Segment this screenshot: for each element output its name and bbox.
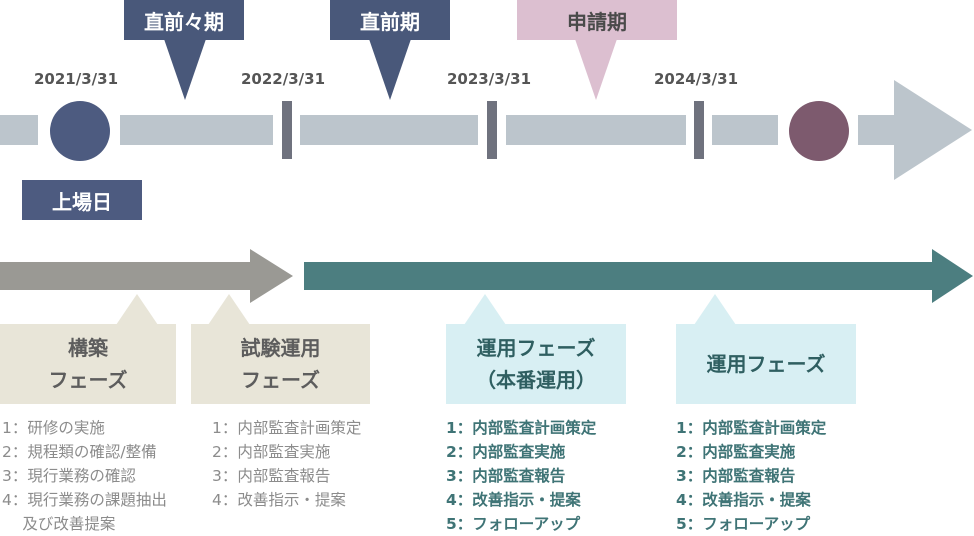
year-tick [282,101,292,159]
list-item: 3：内部監査報告 [446,467,566,485]
list-item: 及び改善提案 [2,515,116,533]
task-list-operation: 1：内部監査計画策定 2：内部監査実施 3：内部監査報告 4：改善指示・提案 5… [676,416,826,536]
period-pointer [164,39,206,100]
list-item: 1：内部監査計画策定 [212,419,362,437]
timeline-bar-segment [0,115,38,145]
timeline-bar-segment [858,115,898,145]
list-item: 4：改善指示・提案 [212,491,346,509]
phase-pointer [208,294,250,325]
timeline-bar-segment [120,115,273,145]
listing-day-label: 上場日 [22,180,142,220]
list-item: 4：改善指示・提案 [676,491,811,509]
list-item: 1：研修の実施 [2,419,105,437]
list-item: 4：現行業務の課題抽出 [2,491,167,509]
list-item: 3：内部監査報告 [212,467,331,485]
task-list-build: 1：研修の実施 2：規程類の確認/整備 3：現行業務の確認 4：現行業務の課題抽… [2,416,167,536]
phase-box-operation-production: 運用フェーズ （本番運用） [446,324,626,404]
period-label-application: 申請期 [517,0,677,40]
list-item: 2：内部監査実施 [212,443,331,461]
task-list-trial: 1：内部監査計画策定 2：内部監査実施 3：内部監査報告 4：改善指示・提案 [212,416,361,512]
list-item: 5：フォローアップ [676,515,811,533]
build-phase-arrow [0,249,293,303]
start-milestone-dot [50,101,110,161]
list-item: 2：規程類の確認/整備 [2,443,157,461]
year-tick [487,101,497,159]
period-label-pre: 直前期 [330,0,450,40]
list-item: 4：改善指示・提案 [446,491,581,509]
date-label: 2024/3/31 [654,70,739,88]
phase-pointer [116,294,158,325]
period-pointer [575,39,617,100]
list-item: 3：内部監査報告 [676,467,796,485]
date-label: 2022/3/31 [241,70,326,88]
phase-pointer [694,294,736,325]
list-item: 3：現行業務の確認 [2,467,136,485]
timeline-bar-segment [712,115,778,145]
task-list-operation-production: 1：内部監査計画策定 2：内部監査実施 3：内部監査報告 4：改善指示・提案 5… [446,416,596,536]
list-item: 2：内部監査実施 [446,443,566,461]
period-pointer [369,39,411,100]
phase-box-operation: 運用フェーズ [676,324,856,404]
period-label-pre-pre: 直前々期 [124,0,244,40]
list-item: 2：内部監査実施 [676,443,796,461]
list-item: 1：内部監査計画策定 [446,419,597,437]
phase-pointer [464,294,506,325]
phase-box-trial: 試験運用 フェーズ [191,324,370,404]
end-milestone-dot [789,101,849,161]
phase-box-build: 構築 フェーズ [0,324,176,404]
timeline-bar-segment [506,115,686,145]
operation-phase-arrow [304,249,973,303]
list-item: 5：フォローアップ [446,515,581,533]
list-item: 1：内部監査計画策定 [676,419,827,437]
year-tick [694,101,704,159]
date-label: 2021/3/31 [34,70,119,88]
date-label: 2023/3/31 [447,70,532,88]
timeline-arrow-head [894,80,972,180]
timeline-bar-segment [300,115,478,145]
